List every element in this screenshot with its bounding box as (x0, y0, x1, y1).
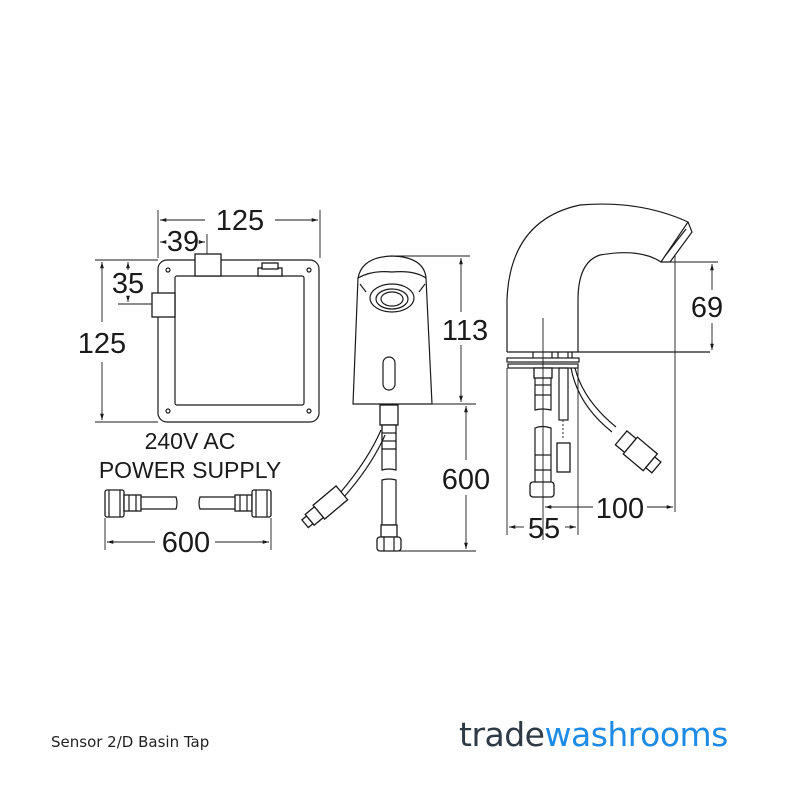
power-supply-label-line1: 240V AC (145, 428, 236, 454)
dim-tap-hose-length: 600 (442, 464, 490, 496)
flexible-hose (104, 489, 272, 518)
tap-side-view (506, 203, 710, 540)
tap-front-view (300, 255, 433, 552)
dim-box-width: 125 (216, 205, 264, 237)
dim-spout-height: 69 (691, 292, 723, 324)
tap-front-dimensions: 113 600 (393, 255, 490, 552)
dim-hose-length: 600 (162, 527, 210, 559)
dim-box-height: 125 (78, 328, 126, 360)
control-box (151, 253, 320, 423)
product-caption: Sensor 2/D Basin Tap (51, 733, 210, 751)
brand-logo-part2: washrooms (544, 715, 728, 754)
dim-base-width: 55 (528, 513, 560, 545)
dim-inlet-offset-y: 35 (112, 268, 144, 300)
dim-tap-height: 113 (442, 315, 488, 347)
brand-logo-part1: trade (459, 715, 545, 754)
dim-spout-reach: 100 (596, 493, 644, 525)
dim-inlet-offset-x: 39 (167, 226, 199, 258)
power-supply-label-line2: POWER SUPPLY (99, 457, 281, 483)
control-box-dimensions: 125 39 35 125 (78, 205, 321, 423)
brand-logo: tradewashrooms (459, 715, 728, 754)
hose-dimensions: 600 (104, 518, 272, 559)
tap-side-dimensions: 69 100 55 (506, 255, 723, 545)
